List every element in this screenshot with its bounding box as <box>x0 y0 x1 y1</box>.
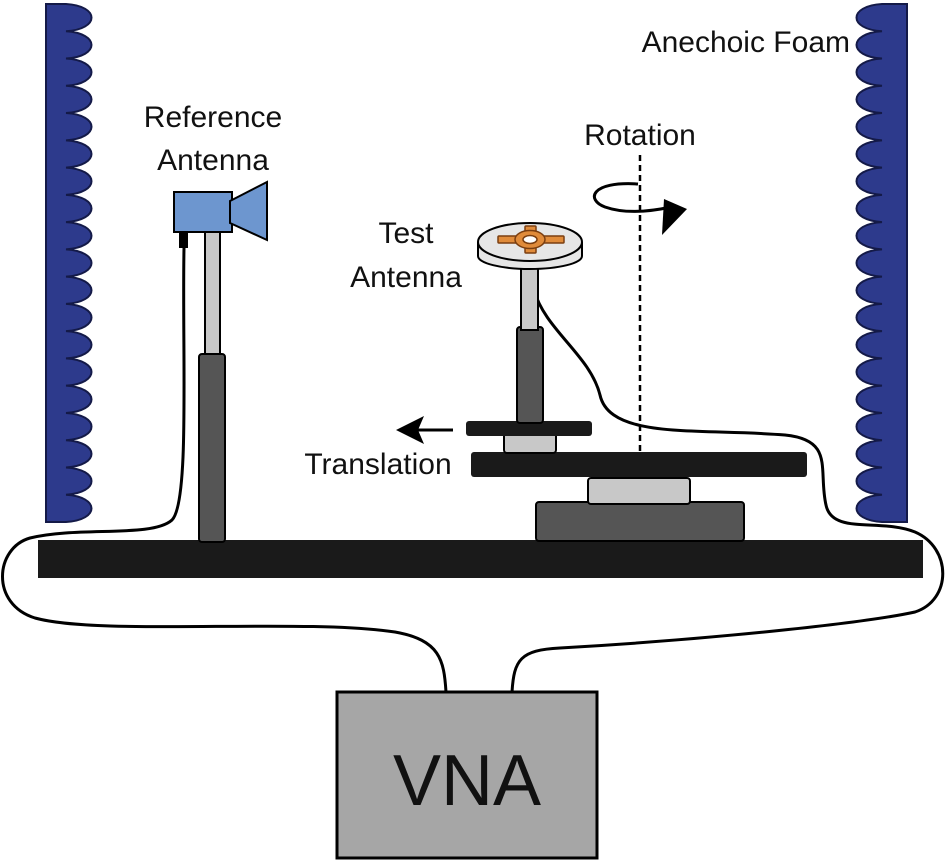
reference-horn-flare <box>229 180 268 242</box>
reference-mast-lower <box>198 353 226 543</box>
vna-box <box>335 690 599 860</box>
vna-label: VNA <box>393 741 541 821</box>
cables <box>1 247 945 693</box>
anechoic-foam-label: Anechoic Foam <box>642 26 850 59</box>
translation-indicator <box>396 416 453 444</box>
reference-connector <box>179 231 188 248</box>
circular-arrow-icon <box>593 182 672 214</box>
reference-antenna <box>173 180 268 543</box>
test-antenna-label-line2: Antenna <box>350 261 462 294</box>
test-antenna-cable <box>510 289 945 693</box>
test-mast-upper <box>520 267 539 331</box>
reference-horn-body <box>173 191 233 233</box>
reference-antenna-cable <box>1 247 448 693</box>
vna-unit: VNA <box>335 690 599 860</box>
reference-antenna-label-line2: Antenna <box>157 144 269 177</box>
left-anechoic-foam <box>45 3 93 523</box>
base-platform <box>38 540 923 578</box>
rotation-label: Rotation <box>584 119 696 152</box>
reference-mast-upper <box>204 228 221 358</box>
test-mast-lower <box>516 326 544 424</box>
stage-rotary-plate <box>471 452 807 477</box>
test-antenna <box>477 222 583 424</box>
right-anechoic-foam <box>855 3 908 523</box>
positioning-stage <box>466 421 807 542</box>
stage-bottom-block <box>535 501 745 542</box>
stage-riser <box>587 477 691 505</box>
stage-translation-plate <box>466 421 592 436</box>
reference-antenna-label-line1: Reference <box>144 101 282 134</box>
translation-label: Translation <box>304 448 451 481</box>
rotation-indicator <box>593 155 687 452</box>
test-antenna-label-line1: Test <box>378 217 434 250</box>
